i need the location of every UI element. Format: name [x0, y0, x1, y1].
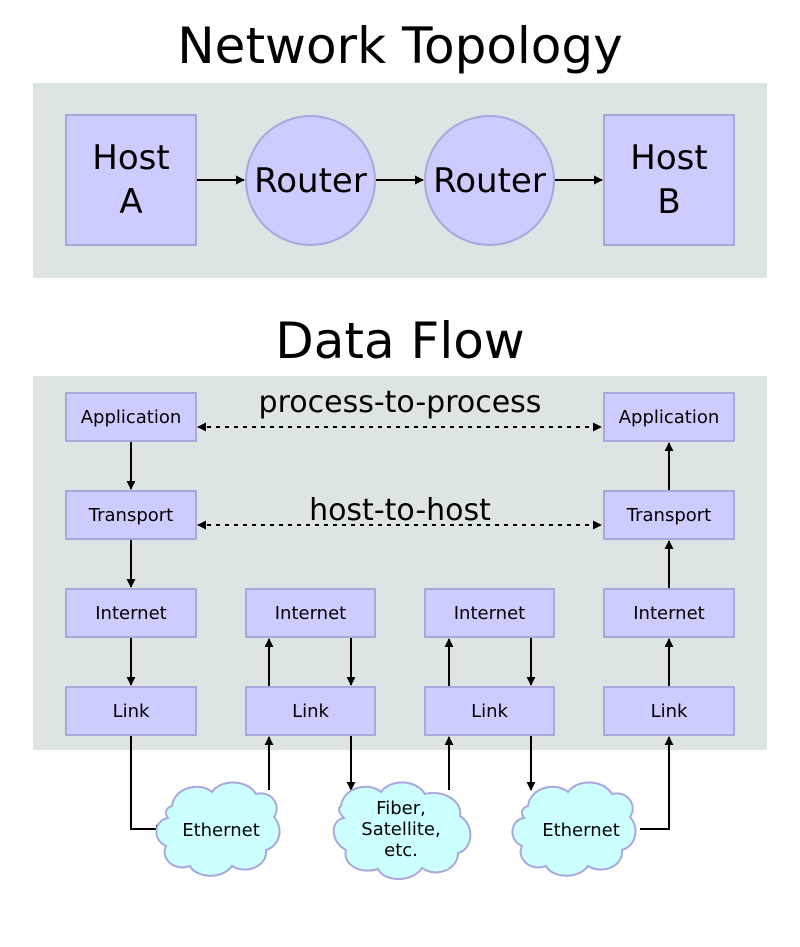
left-internet-label: Internet	[95, 602, 167, 624]
right-transport-label: Transport	[626, 504, 712, 526]
right-application-layer: Application	[603, 392, 735, 442]
router-2-link-layer: Link	[424, 686, 555, 736]
router-1-label: Router	[254, 160, 367, 201]
right-transport-layer: Transport	[603, 490, 735, 540]
process-to-process-label: process-to-process	[258, 385, 542, 420]
router-1-link-layer: Link	[245, 686, 376, 736]
left-application-layer: Application	[65, 392, 197, 442]
left-internet-layer: Internet	[65, 588, 197, 638]
arrow-left-link-to-ethernet	[130, 736, 165, 834]
ethernet-right-label: Ethernet	[542, 819, 620, 841]
router-2-label: Router	[433, 160, 546, 201]
fiber-satellite-label: Fiber, Satellite, etc.	[334, 796, 468, 862]
fiber-label-line2: Satellite,	[361, 818, 441, 840]
fiber-label-line3: etc.	[384, 839, 418, 861]
ethernet-left-label: Ethernet	[182, 819, 260, 841]
right-internet-layer: Internet	[603, 588, 735, 638]
dataflow-title: Data Flow	[275, 312, 525, 370]
host-a-label-line2: A	[119, 182, 143, 222]
right-application-label: Application	[618, 406, 720, 428]
host-a-label-line1: Host	[92, 138, 170, 178]
left-link-label: Link	[112, 700, 150, 722]
right-link-label: Link	[650, 700, 688, 722]
left-application-label: Application	[80, 406, 182, 428]
fiber-label-line1: Fiber,	[376, 797, 426, 819]
router-1-internet-label: Internet	[274, 602, 347, 624]
host-a-node: Host A	[65, 114, 197, 246]
right-internet-label: Internet	[633, 602, 705, 624]
right-link-layer: Link	[603, 686, 735, 736]
left-link-layer: Link	[65, 686, 197, 736]
router-1-internet-layer: Internet	[245, 588, 376, 638]
router-2-internet-label: Internet	[453, 602, 526, 624]
host-b-label-line1: Host	[630, 138, 708, 178]
router-2-link-label: Link	[471, 700, 508, 722]
router-1-node: Router	[245, 115, 376, 246]
ethernet-cloud-right	[511, 781, 637, 877]
router-1-link-label: Link	[292, 700, 329, 722]
left-transport-label: Transport	[88, 504, 174, 526]
fiber-satellite-cloud	[332, 781, 472, 880]
arrow-ethernet-to-right-link	[640, 736, 674, 830]
topology-title: Network Topology	[177, 17, 623, 75]
host-to-host-label: host-to-host	[309, 493, 491, 528]
router-2-internet-layer: Internet	[424, 588, 555, 638]
left-transport-layer: Transport	[65, 490, 197, 540]
router-2-node: Router	[424, 115, 555, 246]
ethernet-cloud-left	[155, 781, 281, 877]
host-b-node: Host B	[603, 114, 735, 246]
host-b-label-line2: B	[657, 182, 681, 222]
